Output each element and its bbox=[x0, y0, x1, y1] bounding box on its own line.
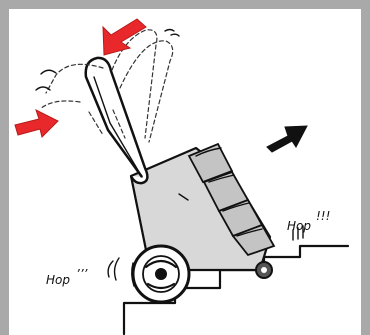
red-arrow-icon bbox=[103, 19, 146, 55]
svg-text:Hop: Hop bbox=[46, 273, 70, 287]
svg-text:Hop: Hop bbox=[287, 219, 311, 233]
red-arrow-icon bbox=[15, 110, 58, 137]
large-wheel bbox=[132, 246, 189, 302]
cart-handle bbox=[86, 58, 148, 183]
hop-right-label: Hop !!! bbox=[287, 209, 330, 233]
svg-text:’’’: ’’’ bbox=[76, 267, 88, 281]
small-wheel bbox=[256, 262, 272, 278]
hop-left-label: Hop ’’’ bbox=[46, 267, 88, 287]
black-arrow-icon bbox=[267, 126, 307, 152]
svg-text:!!!: !!! bbox=[316, 209, 330, 223]
